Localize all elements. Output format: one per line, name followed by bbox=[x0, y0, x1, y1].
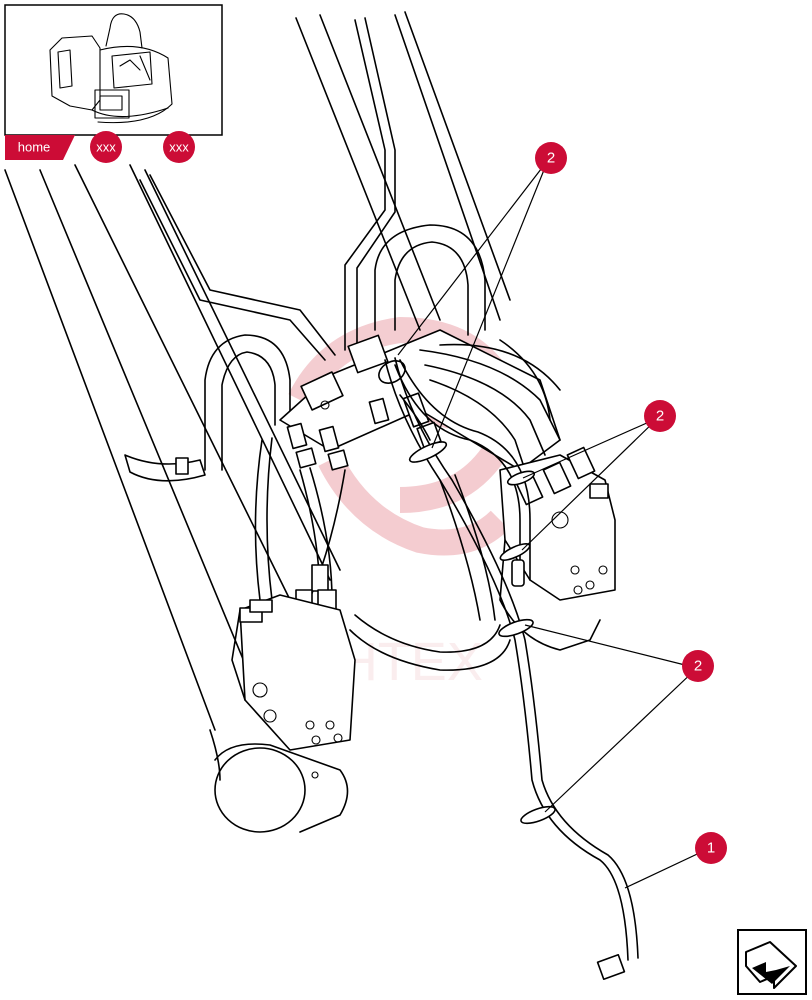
wire-harness bbox=[378, 357, 639, 981]
next-page-arrow-icon bbox=[745, 941, 797, 989]
breadcrumb-xxx-2-label: xxx bbox=[169, 140, 189, 155]
control-valve-left bbox=[231, 594, 356, 751]
callout-2a[interactable]: 2 bbox=[535, 142, 567, 174]
next-page-button[interactable] bbox=[737, 929, 807, 995]
boom-arm-left bbox=[4, 164, 349, 833]
callout-2c[interactable]: 2 bbox=[682, 650, 714, 682]
callout-2b[interactable]: 2 bbox=[644, 400, 676, 432]
thumbnail-panel[interactable]: home xxx xxx bbox=[4, 4, 223, 163]
breadcrumb-xxx-1-label: xxx bbox=[96, 140, 116, 155]
breadcrumb-xxx-2[interactable]: xxx bbox=[163, 131, 195, 163]
callout-leaders bbox=[397, 159, 711, 889]
home-label: home bbox=[18, 140, 51, 155]
excavator-thumbnail-icon bbox=[49, 13, 173, 124]
callout-1[interactable]: 1 bbox=[695, 832, 727, 864]
home-tab[interactable] bbox=[5, 135, 75, 160]
callout-2b-number: 2 bbox=[656, 408, 664, 425]
hoses-right bbox=[349, 339, 561, 671]
callout-2a-number: 2 bbox=[547, 150, 555, 167]
callout-1-number: 1 bbox=[707, 840, 715, 857]
boom-arm-right bbox=[295, 11, 511, 331]
callout-2c-number: 2 bbox=[694, 658, 702, 675]
hydraulic-pipes bbox=[139, 17, 486, 471]
breadcrumb-xxx-1[interactable]: xxx bbox=[90, 131, 122, 163]
